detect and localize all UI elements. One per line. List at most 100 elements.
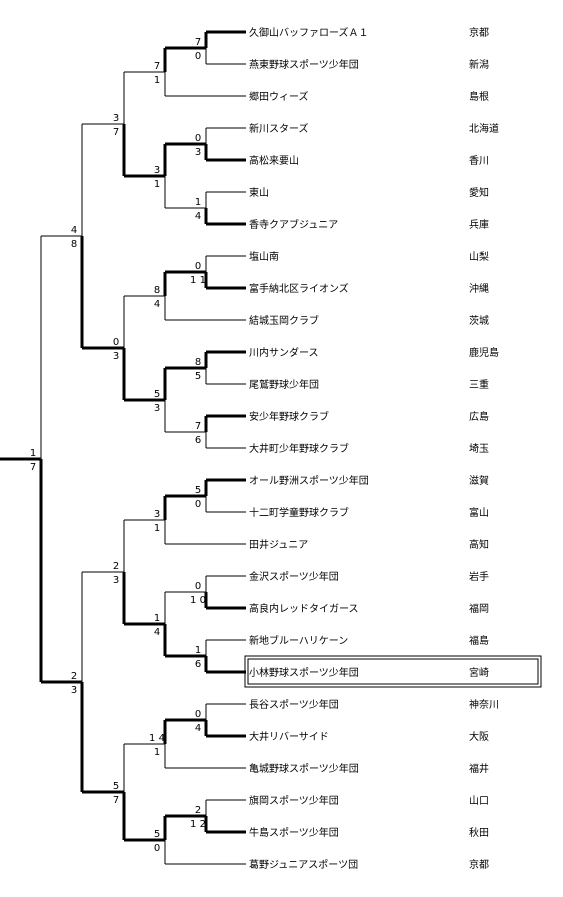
r1-match-score-top: 1: [195, 197, 201, 208]
team-prefecture: 島根: [469, 90, 489, 103]
r2-match-score-bottom: 0: [154, 843, 160, 854]
r1-match-score-bottom: 5: [195, 371, 201, 382]
r2-match-score-top: 5: [154, 389, 160, 400]
team-name: 十二町学童野球クラブ: [249, 506, 349, 519]
team-name: 大井町少年野球クラブ: [249, 442, 349, 455]
team-name: 尾鷲野球少年団: [249, 378, 319, 391]
r1-match-score-bottom: 6: [195, 659, 201, 670]
team-name: 東山: [249, 186, 269, 199]
team-prefecture: 京都: [469, 26, 489, 39]
r1-match-score-bottom: 0: [195, 499, 201, 510]
team-name: 郷田ウィーズ: [249, 90, 309, 103]
r2-match-score-bottom: 4: [154, 299, 160, 310]
r2-match-score-top: 1 4: [149, 733, 165, 744]
team-prefecture: 京都: [469, 858, 489, 871]
team-prefecture: 秋田: [469, 826, 489, 839]
r3-match-score-bottom: 7: [113, 127, 119, 138]
r2-match-score-bottom: 3: [154, 403, 160, 414]
r3-match-score-top: 3: [113, 113, 119, 124]
team-prefecture: 福島: [469, 634, 489, 647]
team-prefecture: 広島: [469, 410, 489, 423]
r1-match-score-bottom: 1 2: [190, 819, 206, 830]
r1-match-score-top: 1: [195, 645, 201, 656]
team-prefecture: 北海道: [469, 122, 499, 135]
team-prefecture: 兵庫: [469, 218, 489, 231]
team-prefecture: 三重: [469, 378, 489, 391]
r2-match-score-bottom: 1: [154, 747, 160, 758]
r2-match-score-top: 1: [154, 613, 160, 624]
team-name: 小林野球スポーツ少年団: [249, 666, 359, 679]
r1-match-score-top: 0: [195, 261, 201, 272]
team-name: 新地ブルーハリケーン: [249, 634, 348, 647]
team-name: 金沢スポーツ少年団: [249, 570, 339, 583]
team-name: 田井ジュニア: [249, 538, 308, 551]
team-prefecture: 香川: [469, 155, 489, 167]
r3-match-score-bottom: 7: [113, 795, 119, 806]
r3-match-score-bottom: 3: [113, 351, 119, 362]
team-name: 富手納北区ライオンズ: [249, 282, 349, 295]
r1-match-score-bottom: 3: [195, 147, 201, 158]
r1-match-score-top: 5: [195, 485, 201, 496]
team-prefecture: 大阪: [469, 730, 489, 743]
team-prefecture: 福井: [469, 762, 489, 775]
r1-match-score-bottom: 6: [195, 435, 201, 446]
team-name: オール野洲スポーツ少年団: [249, 474, 369, 487]
team-name: 香寺クアブジュニア: [249, 218, 338, 231]
highlight-box: [247, 658, 539, 685]
team-prefecture: 高知: [469, 538, 489, 551]
r4-match-score-bottom: 8: [71, 239, 77, 250]
r1-match-score-top: 7: [195, 37, 201, 48]
team-name: 高良内レッドタイガース: [249, 602, 359, 615]
team-prefecture: 愛知: [469, 186, 489, 199]
team-prefecture: 宮崎: [469, 666, 489, 679]
team-name: 大井リバーサイド: [249, 730, 329, 743]
r2-match-score-top: 3: [154, 165, 160, 176]
r1-match-score-bottom: 1 0: [190, 595, 206, 606]
final-match-score-top: 1: [30, 448, 36, 459]
team-name: 新川スターズ: [249, 122, 309, 135]
bracket-lines: [0, 30, 542, 865]
r1-match-score-top: 8: [195, 357, 201, 368]
r4-match-score-top: 2: [71, 671, 77, 682]
team-prefecture: 富山: [469, 506, 489, 519]
team-prefecture: 岩手: [469, 570, 489, 583]
r3-match-score-top: 2: [113, 561, 119, 572]
team-name: 結城玉岡クラブ: [249, 314, 319, 327]
r3-match-score-top: 0: [113, 337, 119, 348]
r1-match-score-top: 0: [195, 581, 201, 592]
team-name: 燕東野球スポーツ少年団: [249, 58, 359, 71]
r1-match-score-top: 2: [195, 805, 201, 816]
r1-match-score-top: 0: [195, 133, 201, 144]
team-prefecture: 沖縄: [469, 282, 489, 295]
r4-match-score-top: 4: [71, 225, 77, 236]
team-name: 旗岡スポーツ少年団: [249, 794, 339, 807]
team-prefecture: 福岡: [469, 602, 489, 615]
team-prefecture: 滋賀: [469, 474, 489, 487]
r1-match-score-bottom: 0: [195, 51, 201, 62]
team-prefecture: 新潟: [469, 58, 489, 71]
r2-match-score-top: 3: [154, 509, 160, 520]
team-name: 葛野ジュニアスポーツ団: [249, 858, 358, 871]
r1-match-score-bottom: 4: [195, 211, 201, 222]
r2-match-score-bottom: 1: [154, 179, 160, 190]
r2-match-score-top: 8: [154, 285, 160, 296]
r3-match-score-bottom: 3: [113, 575, 119, 586]
team-name: 長谷スポーツ少年団: [249, 698, 339, 711]
team-name: 亀城野球スポーツ少年団: [249, 762, 359, 775]
r2-match-score-bottom: 4: [154, 627, 160, 638]
r1-match-score-bottom: 4: [195, 723, 201, 734]
r3-match-score-top: 5: [113, 781, 119, 792]
r2-match-score-top: 7: [154, 61, 160, 72]
r2-match-score-top: 5: [154, 829, 160, 840]
r1-match-score-bottom: 1 1: [190, 275, 206, 286]
team-prefecture: 山梨: [469, 250, 489, 263]
team-prefecture: 神奈川: [469, 698, 499, 711]
final-match-score-bottom: 7: [30, 462, 36, 473]
r2-match-score-bottom: 1: [154, 523, 160, 534]
team-prefecture: 鹿児島: [469, 346, 499, 359]
r4-match-score-bottom: 3: [71, 685, 77, 696]
r1-match-score-top: 0: [195, 709, 201, 720]
